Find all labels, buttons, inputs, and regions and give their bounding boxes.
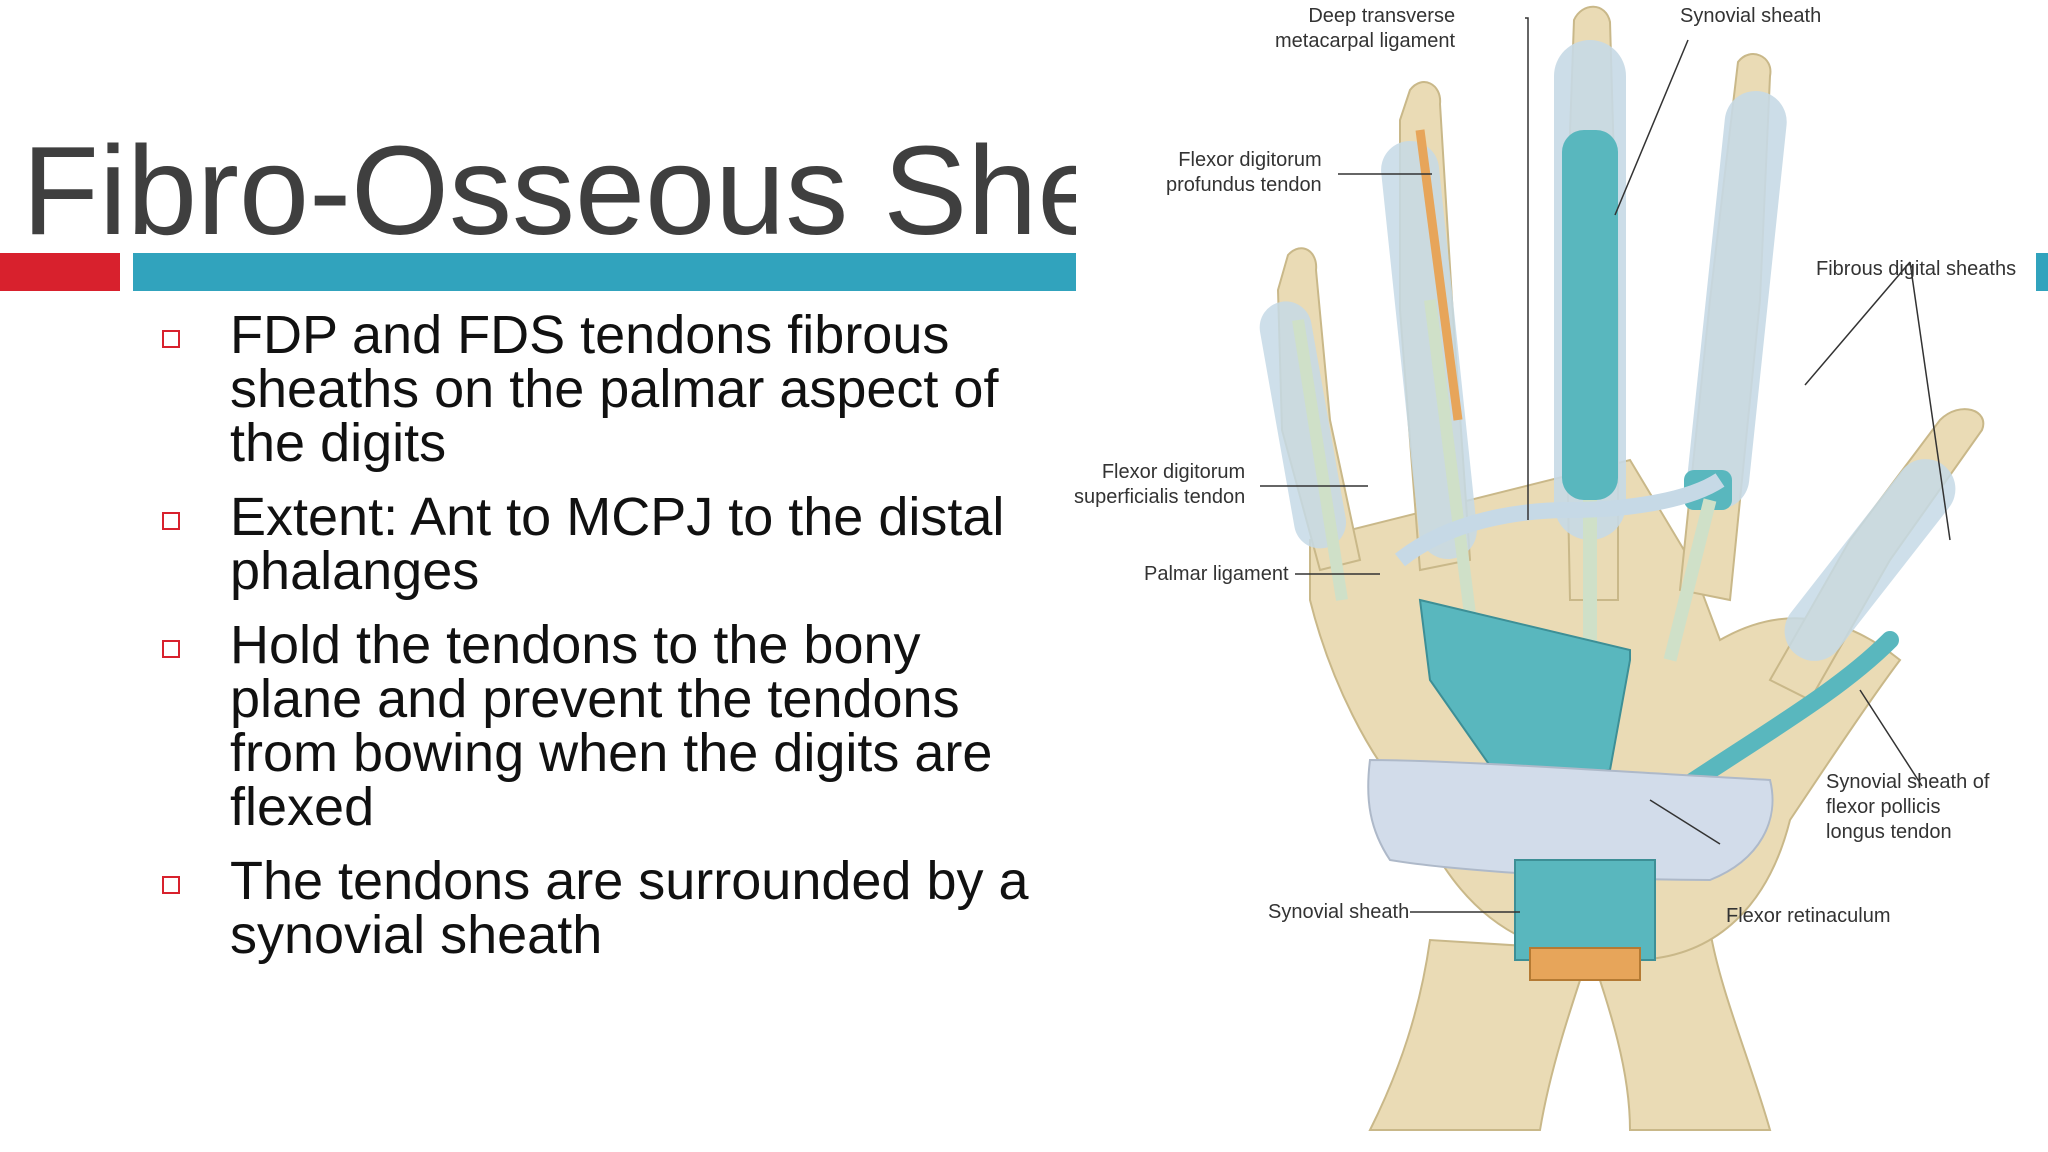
leader-deep-transverse bbox=[1525, 17, 1529, 520]
radius-bone bbox=[1368, 938, 1592, 1131]
label-synovial-sheath-top: Synovial sheath bbox=[1680, 5, 1822, 27]
little-finger-tendon bbox=[1292, 319, 1348, 601]
label-flexor-retinaculum: Flexor retinaculum bbox=[1726, 905, 1891, 927]
carpal-tunnel-synovial-sheath bbox=[1514, 859, 1656, 961]
leader-fpl bbox=[1859, 689, 1923, 787]
square-bullet-icon bbox=[162, 330, 180, 348]
label-deep-transverse-ligament: Deep transverse metacarpal ligament bbox=[1275, 5, 1456, 52]
title-accent-bar-red bbox=[0, 253, 120, 291]
leader-lines bbox=[1260, 17, 1951, 913]
label-fibrous-digital-sheaths: Fibrous digital sheaths bbox=[1816, 258, 2017, 280]
title-accent-bar-teal bbox=[133, 253, 1076, 291]
flexor-retinaculum bbox=[1367, 758, 1774, 882]
bullet-text: The tendons are surrounded by a synovial… bbox=[230, 851, 1029, 965]
deep-transverse-ligament bbox=[1395, 473, 1725, 567]
label-synovial-sheath-bottom: Synovial sheath bbox=[1268, 901, 1410, 923]
bullet-item: Hold the tendons to the bony plane and p… bbox=[160, 618, 1060, 834]
square-bullet-icon bbox=[162, 512, 180, 530]
leader-fibrous-2 bbox=[1909, 261, 1951, 541]
square-bullet-icon bbox=[162, 640, 180, 658]
leader-fibrous bbox=[1804, 261, 1911, 386]
bullet-item: FDP and FDS tendons fibrous sheaths on t… bbox=[160, 308, 1060, 470]
square-bullet-icon bbox=[162, 876, 180, 894]
bullet-list: FDP and FDS tendons fibrous sheaths on t… bbox=[160, 308, 1060, 982]
bullet-item: The tendons are surrounded by a synovial… bbox=[160, 854, 1060, 962]
title-accent-bar-teal-edge bbox=[2036, 253, 2048, 291]
tendon-cut-ends bbox=[1529, 947, 1641, 981]
middle-finger-synovial-sheath bbox=[1562, 130, 1618, 500]
leader-retinaculum bbox=[1649, 799, 1721, 845]
hand-illustration bbox=[1259, 5, 1985, 1131]
index-finger-sheath bbox=[1687, 90, 1787, 510]
slide-title: Fibro-Osseous Shea bbox=[22, 120, 1076, 260]
leader-synovial-top bbox=[1614, 39, 1689, 216]
label-palmar-ligament: Palmar ligament bbox=[1144, 563, 1289, 585]
index-finger-tendon bbox=[1663, 498, 1717, 662]
title-area: Fibro-Osseous Shea bbox=[0, 110, 1076, 260]
label-fdp-tendon: Flexor digitorum profundus tendon bbox=[1166, 149, 1322, 196]
label-fpl-synovial-sheath: Synovial sheath of flexor pollicis longu… bbox=[1826, 771, 1990, 843]
ring-finger-fdp-tendon bbox=[1415, 129, 1463, 421]
label-fds-tendon: Flexor digitorum superficialis tendon bbox=[1074, 461, 1246, 508]
bullet-item: Extent: Ant to MCPJ to the distal phalan… bbox=[160, 490, 1060, 598]
hand-anatomy-figure: Deep transverse metacarpal ligament Syno… bbox=[1070, 0, 2048, 1152]
thumb-sheath bbox=[1784, 459, 1956, 661]
bullet-text: Extent: Ant to MCPJ to the distal phalan… bbox=[230, 487, 1005, 601]
ring-finger-fds-tendon bbox=[1424, 299, 1478, 631]
bullet-text: FDP and FDS tendons fibrous sheaths on t… bbox=[230, 305, 999, 473]
fpl-synovial-sheath bbox=[1671, 631, 1899, 799]
bullet-text: Hold the tendons to the bony plane and p… bbox=[230, 615, 993, 837]
